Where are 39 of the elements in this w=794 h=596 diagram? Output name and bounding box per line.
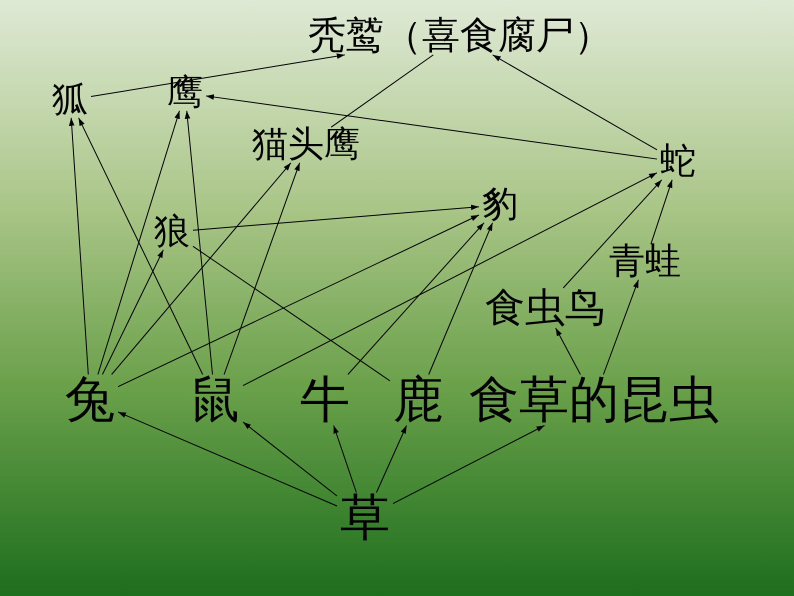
arrow [562,179,662,288]
species-label: 蛇 [658,142,698,182]
arrow [650,179,673,245]
arrow [347,222,485,375]
species-label: 牛 [298,372,352,428]
arrow [97,110,180,375]
species-label: 秃鹫（喜食腐尸） [306,15,614,57]
arrow [224,162,300,375]
arrow [184,110,213,375]
species-label: 狐 [50,80,90,120]
species-label: 食草的昆虫 [467,372,721,428]
species-label: 狼 [152,212,192,252]
species-label: 鼠 [188,372,242,428]
species-label: 鹰 [165,73,205,113]
arrow [555,328,581,375]
arrow [206,94,658,160]
arrow [102,249,164,375]
arrow [192,204,480,231]
arrow [118,214,480,388]
species-label: 草 [338,490,392,546]
arrow [242,422,338,496]
species-label: 兔 [63,372,117,428]
arrow [111,162,292,375]
species-label: 食虫鸟 [483,286,607,330]
arrow [333,425,357,493]
arrow [428,222,494,375]
species-label: 猫头鹰 [250,125,362,165]
arrow [90,53,346,98]
arrow [392,425,546,504]
arrow [602,279,639,375]
arrow [376,425,408,493]
species-label: 青蛙 [607,242,683,282]
species-label: 豹 [480,185,520,225]
species-label: 鹿 [391,372,445,428]
arrow [242,172,658,386]
arrow [78,117,204,375]
arrow [492,54,658,150]
arrow [118,412,338,506]
arrow [68,117,89,375]
